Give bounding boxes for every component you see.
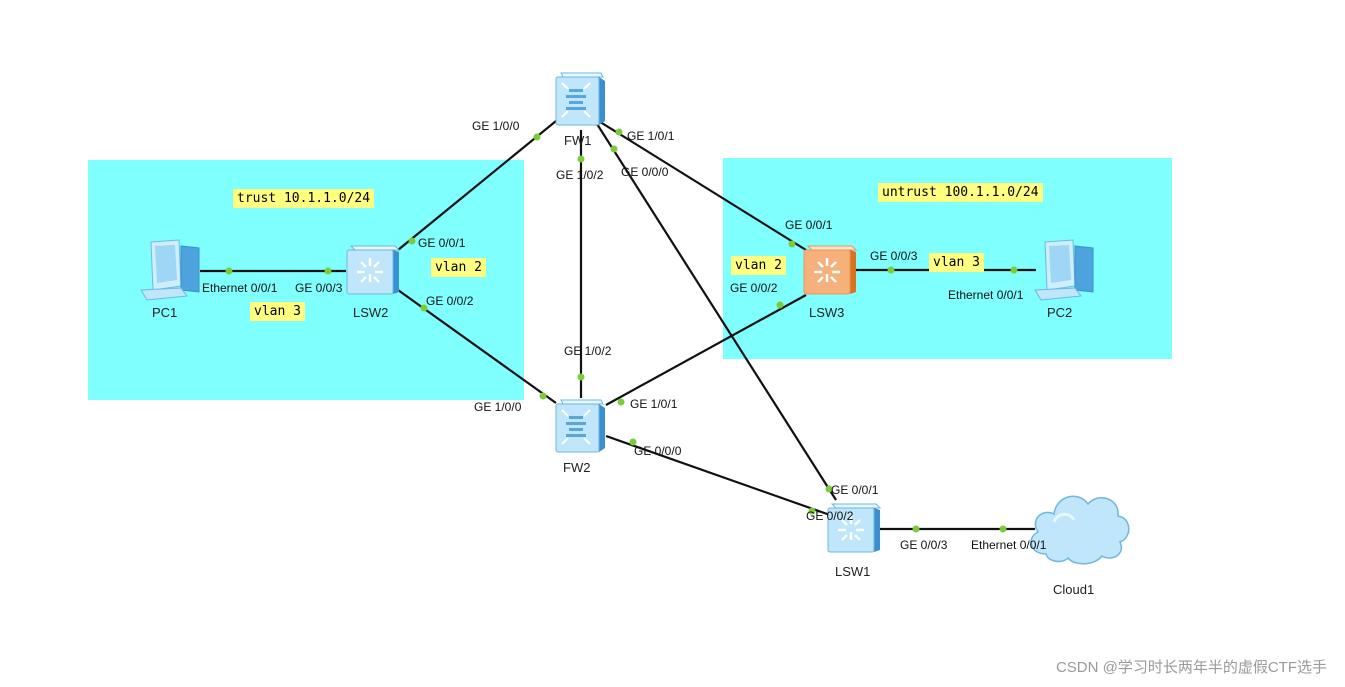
port-label: GE 1/0/0 (474, 400, 522, 414)
fw2-name: FW2 (563, 460, 591, 475)
untrust-zone-label: untrust 100.1.1.0/24 (878, 183, 1043, 202)
port-label: GE 0/0/0 (634, 444, 682, 458)
port-dot (610, 145, 618, 153)
link-fw1-lsw1 (596, 123, 837, 501)
port-dot (788, 240, 796, 248)
trust-zone-label: trust 10.1.1.0/24 (233, 189, 375, 208)
port-label: GE 0/0/2 (426, 294, 474, 308)
port-dot (776, 301, 784, 309)
port-label: Ethernet 0/0/1 (202, 281, 278, 295)
fw1-name: FW1 (564, 133, 592, 148)
fw2-firewall-icon[interactable] (553, 398, 607, 454)
port-dot (324, 267, 332, 275)
port-label: GE 1/0/1 (627, 129, 675, 143)
cloud1-name: Cloud1 (1053, 582, 1095, 597)
port-dot (539, 392, 547, 400)
port-label: GE 1/0/2 (556, 168, 604, 182)
lsw2-vlan2-tag: vlan 2 (431, 258, 486, 277)
port-label: GE 0/0/2 (730, 281, 778, 295)
port-dot (408, 237, 416, 245)
port-dot (420, 304, 428, 312)
pc1-computer-icon[interactable] (137, 238, 203, 302)
link-fw1-lsw3 (596, 119, 807, 251)
cloud1-cloud-icon[interactable] (1024, 482, 1134, 570)
port-label: GE 0/0/1 (418, 236, 466, 250)
link-fw2-lsw3 (605, 294, 807, 406)
fw1-firewall-icon[interactable] (553, 71, 607, 127)
lsw2-vlan3-tag: vlan 3 (250, 302, 305, 321)
port-label: GE 0/0/1 (831, 483, 879, 497)
lsw2-switch-icon[interactable] (345, 244, 401, 296)
port-dot (808, 507, 816, 515)
port-dot (615, 128, 623, 136)
port-dot (577, 373, 585, 381)
lsw3-vlan3-tag: vlan 3 (929, 253, 984, 272)
lsw1-switch-icon[interactable] (826, 502, 882, 554)
port-label: GE 0/0/0 (621, 165, 669, 179)
watermark: CSDN @学习时长两年半的虚假CTF选手 (1055, 659, 1327, 676)
port-label: GE 0/0/2 (806, 509, 854, 523)
lsw1-name: LSW1 (835, 564, 871, 579)
port-dot (617, 398, 625, 406)
lsw2-name: LSW2 (353, 305, 389, 320)
port-label: GE 0/0/3 (295, 281, 343, 295)
link-lsw2-fw1 (397, 120, 557, 251)
port-label: GE 0/0/3 (900, 538, 948, 552)
pc2-name: PC2 (1047, 305, 1073, 320)
lsw3-name: LSW3 (809, 305, 845, 320)
port-label: Ethernet 0/0/1 (971, 538, 1047, 552)
port-label: GE 0/0/3 (870, 249, 918, 263)
port-dot (225, 267, 233, 275)
port-dot (629, 438, 637, 446)
port-dot (825, 485, 833, 493)
port-label: Ethernet 0/0/1 (948, 288, 1024, 302)
port-dot (1010, 266, 1018, 274)
pc1-name: PC1 (152, 305, 178, 320)
port-dot (533, 133, 541, 141)
port-dot (577, 155, 585, 163)
port-dot (887, 266, 895, 274)
port-label: GE 0/0/1 (785, 218, 833, 232)
link-fw2-lsw1 (605, 434, 831, 517)
port-label: GE 1/0/2 (564, 344, 612, 358)
lsw3-switch-icon[interactable] (802, 244, 858, 296)
pc2-computer-icon[interactable] (1031, 238, 1097, 302)
lsw3-vlan2-tag: vlan 2 (731, 256, 786, 275)
port-dot (999, 525, 1007, 533)
port-dot (912, 525, 920, 533)
port-label: GE 1/0/1 (630, 397, 678, 411)
port-label: GE 1/0/0 (472, 119, 520, 133)
